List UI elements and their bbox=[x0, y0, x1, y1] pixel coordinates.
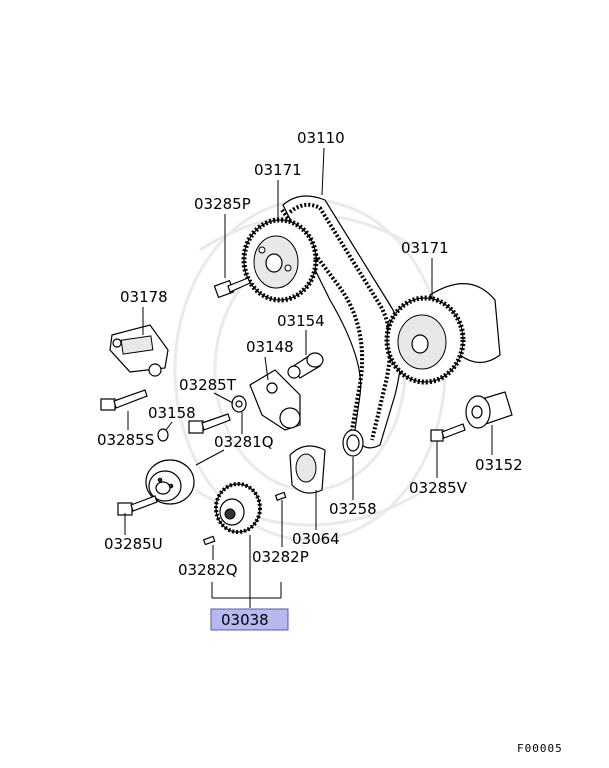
tensioner-arm-03148[interactable] bbox=[249, 369, 301, 431]
part-labels: 03110 03171 03285P 03171 03178 03154 031… bbox=[97, 129, 563, 755]
label-03285U[interactable]: 03285U bbox=[104, 535, 163, 553]
label-03148[interactable]: 03148 bbox=[246, 338, 294, 356]
label-03285V[interactable]: 03285V bbox=[409, 479, 468, 497]
belt-guide-03064[interactable] bbox=[289, 445, 326, 494]
bolt-03285S[interactable] bbox=[100, 389, 148, 411]
key-03282Q[interactable] bbox=[202, 535, 216, 546]
label-03171-right[interactable]: 03171 bbox=[401, 239, 449, 257]
tensioner-pulley[interactable] bbox=[145, 459, 195, 505]
leader-lines bbox=[124, 147, 493, 608]
washer-03158[interactable] bbox=[157, 428, 169, 442]
label-03154[interactable]: 03154 bbox=[277, 312, 325, 330]
label-03158[interactable]: 03158 bbox=[148, 404, 196, 422]
label-03282Q[interactable]: 03282Q bbox=[178, 561, 238, 579]
label-03064[interactable]: 03064 bbox=[292, 530, 340, 548]
highlight-box-03038[interactable] bbox=[210, 608, 289, 631]
camshaft-sprocket-right-03171[interactable] bbox=[384, 295, 466, 385]
label-03285T[interactable]: 03285T bbox=[179, 376, 237, 394]
bolt-03285U[interactable] bbox=[117, 495, 158, 516]
label-03281Q[interactable]: 03281Q bbox=[214, 433, 274, 451]
label-03171-top[interactable]: 03171 bbox=[254, 161, 302, 179]
label-03285P[interactable]: 03285P bbox=[194, 195, 251, 213]
label-03038[interactable]: 03038 bbox=[221, 611, 269, 629]
idler-pulley-03154[interactable] bbox=[287, 352, 324, 379]
crankshaft-sprocket-03038[interactable] bbox=[214, 482, 262, 534]
label-03285S[interactable]: 03285S bbox=[97, 431, 154, 449]
label-03258[interactable]: 03258 bbox=[329, 500, 377, 518]
bolt-03281Q[interactable] bbox=[188, 413, 231, 434]
spacer-03258[interactable] bbox=[342, 429, 364, 457]
figure-code: F00005 bbox=[517, 742, 563, 755]
camshaft-sprocket-left-03171[interactable] bbox=[241, 217, 319, 303]
label-03110[interactable]: 03110 bbox=[297, 129, 345, 147]
label-03178[interactable]: 03178 bbox=[120, 288, 168, 306]
auto-tensioner-03178[interactable] bbox=[109, 324, 169, 377]
idler-pulley-03152[interactable] bbox=[465, 391, 513, 429]
label-03152[interactable]: 03152 bbox=[475, 456, 523, 474]
label-03282P[interactable]: 03282P bbox=[252, 548, 309, 566]
key-03282P[interactable] bbox=[274, 491, 287, 501]
bolt-03285P[interactable] bbox=[213, 277, 251, 299]
bolt-03285T[interactable] bbox=[231, 395, 247, 413]
